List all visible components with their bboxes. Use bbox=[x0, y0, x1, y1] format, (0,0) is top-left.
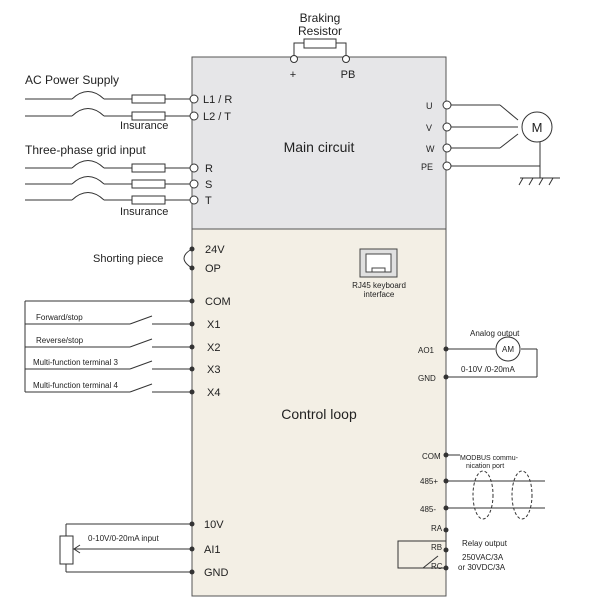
op-terminal-label: OP bbox=[205, 263, 221, 275]
grid-terminals bbox=[189, 163, 199, 205]
shorting-piece-symbol bbox=[183, 248, 193, 269]
rb-terminal-label: RB bbox=[431, 543, 442, 552]
ac-insurance-label: Insurance bbox=[120, 120, 168, 132]
braking-label-line1: Braking bbox=[300, 11, 341, 25]
modbus-terminals bbox=[443, 452, 449, 511]
motor-label: M bbox=[532, 120, 543, 135]
relay-output-title: Relay output bbox=[462, 539, 508, 548]
s-terminal-label: S bbox=[205, 179, 212, 191]
p485-terminal-label: 485+ bbox=[420, 477, 438, 486]
reverse-stop-label: Reverse/stop bbox=[36, 336, 84, 345]
relay-rating-line1: 250VAC/3A bbox=[462, 553, 504, 562]
am-meter-label: AM bbox=[502, 345, 514, 354]
gnd-right-terminal-label: GND bbox=[418, 374, 436, 383]
pe-terminal-label: PE bbox=[421, 162, 433, 172]
n485-terminal-label: 485- bbox=[420, 505, 436, 514]
l2t-terminal-label: L2 / T bbox=[203, 111, 231, 123]
w-terminal-label: W bbox=[426, 144, 435, 154]
ac-power-wiring bbox=[25, 91, 190, 121]
relay-terminals bbox=[443, 527, 449, 571]
rj45-label-line2: interface bbox=[364, 290, 395, 299]
motor-wiring bbox=[451, 104, 560, 186]
analog-output-wiring bbox=[446, 348, 538, 378]
gnd-terminal-label: GND bbox=[204, 567, 229, 579]
ac-power-title: AC Power Supply bbox=[25, 73, 119, 87]
mf4-label: Multi-function terminal 4 bbox=[33, 381, 118, 390]
x3-terminal-label: X3 bbox=[207, 364, 220, 376]
com-terminal-label: COM bbox=[205, 296, 231, 308]
analog-output-terminals bbox=[443, 346, 449, 380]
analog-input-label: 0-10V/0-20mA input bbox=[88, 534, 159, 543]
digital-input-wiring bbox=[24, 300, 192, 393]
x4-terminal-label: X4 bbox=[207, 387, 220, 399]
braking-resistor-symbol bbox=[290, 38, 350, 63]
braking-plus-label: + bbox=[290, 69, 296, 81]
analog-input-wiring bbox=[59, 523, 192, 573]
terminals-24v-op bbox=[189, 246, 195, 271]
analog-output-title: Analog output bbox=[470, 329, 520, 338]
t-terminal-label: T bbox=[205, 195, 212, 207]
braking-label-line2: Resistor bbox=[298, 24, 342, 38]
rc-terminal-label: RC bbox=[431, 562, 443, 571]
modbus-label-line1: MODBUS commu- bbox=[460, 455, 519, 462]
mf3-label: Multi-function terminal 3 bbox=[33, 358, 118, 367]
rj45-icon bbox=[359, 248, 398, 278]
control-loop-label: Control loop bbox=[281, 406, 357, 422]
forward-stop-label: Forward/stop bbox=[36, 313, 83, 322]
control-loop-box bbox=[191, 228, 447, 597]
x2-terminal-label: X2 bbox=[207, 342, 220, 354]
grid-input-title: Three-phase grid input bbox=[25, 143, 146, 157]
ao1-terminal-label: AO1 bbox=[418, 346, 435, 355]
motor-terminals bbox=[442, 100, 452, 171]
analog-input-terminals bbox=[189, 521, 195, 575]
r-terminal-label: R bbox=[205, 163, 213, 175]
analog-output-range: 0-10V /0-20mA bbox=[461, 365, 515, 374]
am-meter-symbol bbox=[495, 336, 521, 362]
v10-terminal-label: 10V bbox=[204, 519, 224, 531]
ai1-terminal-label: AI1 bbox=[204, 544, 221, 556]
main-circuit-box bbox=[191, 56, 447, 230]
motor-symbol bbox=[521, 111, 553, 143]
ra-terminal-label: RA bbox=[431, 524, 443, 533]
digital-input-terminals bbox=[189, 298, 195, 395]
braking-pb-label: PB bbox=[341, 69, 356, 81]
relay-rating-line2: or 30VDC/3A bbox=[458, 563, 506, 572]
v24-terminal-label: 24V bbox=[205, 244, 225, 256]
modbus-wiring bbox=[446, 454, 545, 520]
x1-terminal-label: X1 bbox=[207, 319, 220, 331]
l1-terminal bbox=[189, 94, 199, 121]
u-terminal-label: U bbox=[426, 101, 433, 111]
l1r-terminal-label: L1 / R bbox=[203, 94, 232, 106]
shorting-piece-label: Shorting piece bbox=[93, 253, 163, 265]
grid-insurance-label: Insurance bbox=[120, 206, 168, 218]
v-terminal-label: V bbox=[426, 123, 432, 133]
rj45-label-line1: RJ45 keyboard bbox=[352, 281, 406, 290]
grid-wiring bbox=[25, 160, 190, 205]
modbus-label-line2: nication port bbox=[466, 463, 504, 470]
com-right-terminal-label: COM bbox=[422, 452, 441, 461]
main-circuit-label: Main circuit bbox=[284, 139, 355, 155]
